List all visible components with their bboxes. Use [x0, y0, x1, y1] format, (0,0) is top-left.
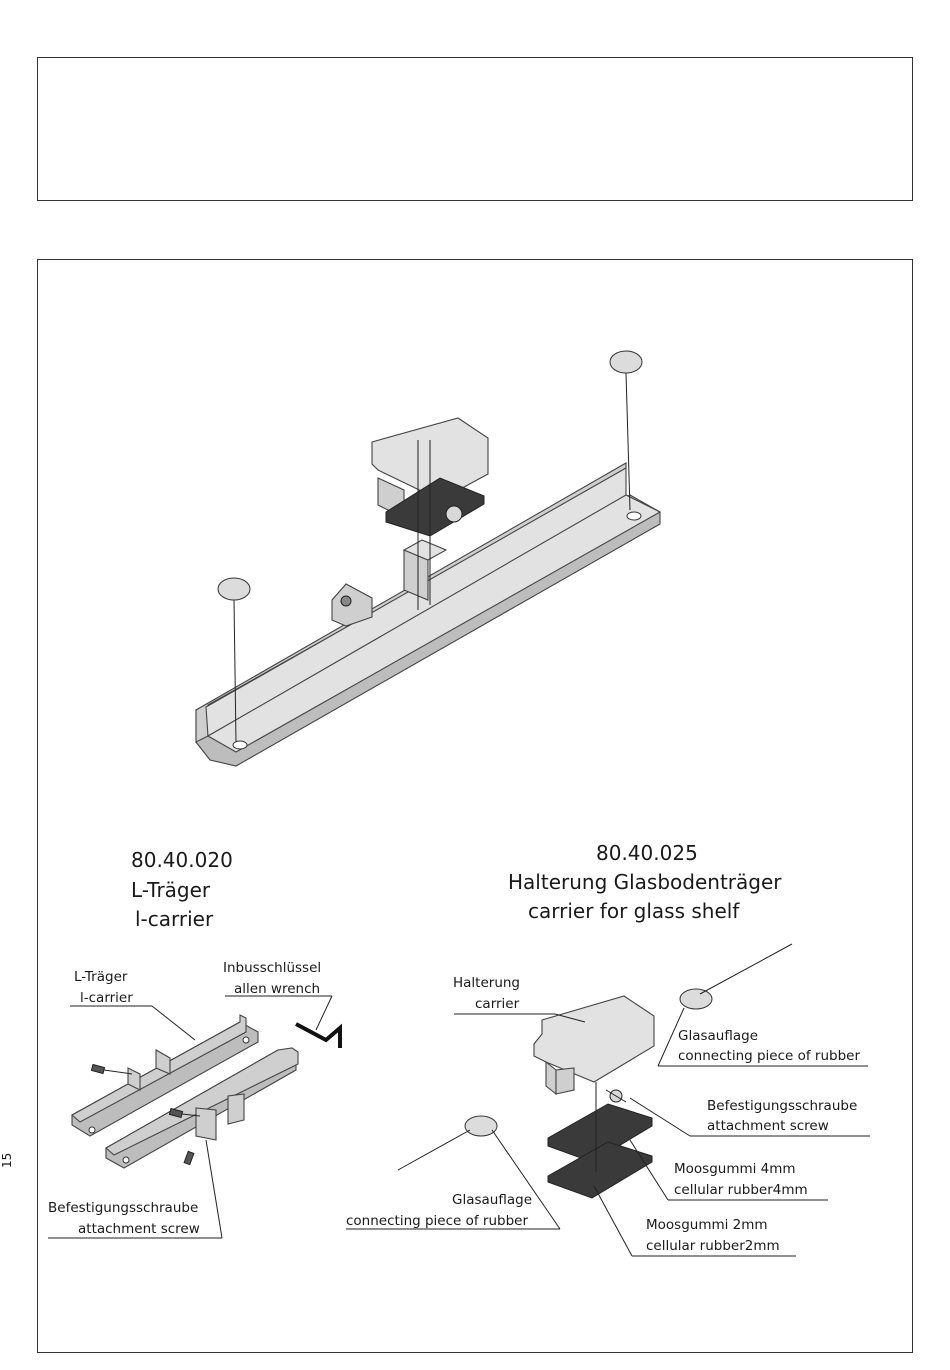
- label-screw-en-right: attachment screw: [707, 1118, 829, 1134]
- label-foam4-de: Moosgummi 4mm: [674, 1161, 796, 1177]
- l-carrier-parts-illustration: [71, 1014, 342, 1169]
- label-screw-de-right: Befestigungsschraube: [707, 1098, 857, 1114]
- label-foam4-en: cellular rubber4mm: [674, 1182, 808, 1198]
- label-foam2-en: cellular rubber2mm: [646, 1238, 780, 1254]
- glass-carrier-parts-illustration: [464, 988, 713, 1199]
- right-labels: Halterung carrier Glasauflage connecting…: [346, 975, 860, 1254]
- product-1-code: 80.40.020: [131, 848, 233, 872]
- left-labels: L-Träger l-carrier Inbusschlüssel allen …: [48, 960, 321, 1237]
- label-foam2-de: Moosgummi 2mm: [646, 1217, 768, 1233]
- product-1-name-en: l-carrier: [135, 907, 214, 931]
- right-leader-lines: [346, 943, 870, 1257]
- label-rubber-top-de: Glasauflage: [678, 1028, 758, 1044]
- page-number: 15: [0, 1153, 14, 1168]
- label-carrier-de: L-Träger: [74, 969, 128, 985]
- label-holder-de: Halterung: [453, 975, 520, 991]
- label-rubber-top-en: connecting piece of rubber: [678, 1048, 860, 1064]
- main-assembly-illustration: [195, 350, 662, 767]
- label-wrench-en: allen wrench: [234, 981, 320, 997]
- product-2-title: 80.40.025 Halterung Glasbodenträger carr…: [508, 841, 782, 923]
- product-2-code: 80.40.025: [596, 841, 698, 865]
- label-rubber-bottom-en: connecting piece of rubber: [346, 1213, 528, 1229]
- top-empty-frame: [37, 57, 913, 201]
- product-2-name-de: Halterung Glasbodenträger: [508, 870, 782, 894]
- label-carrier-en: l-carrier: [80, 990, 133, 1006]
- product-1-title: 80.40.020 L-Träger l-carrier: [131, 848, 233, 931]
- label-holder-en: carrier: [475, 996, 520, 1012]
- drawing-frame: [37, 259, 913, 1353]
- product-2-name-en: carrier for glass shelf: [528, 899, 740, 923]
- label-screw-en-left: attachment screw: [78, 1221, 200, 1237]
- label-rubber-bottom-de: Glasauflage: [452, 1192, 532, 1208]
- product-1-name-de: L-Träger: [131, 878, 211, 902]
- label-wrench-de: Inbusschlüssel: [223, 960, 321, 976]
- label-screw-de-left: Befestigungsschraube: [48, 1200, 198, 1216]
- left-leader-lines: [48, 995, 333, 1239]
